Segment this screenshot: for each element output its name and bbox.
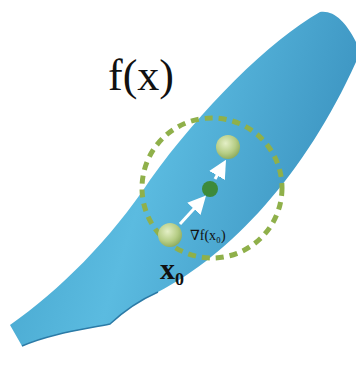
gradient-label: ∇f(x₀) bbox=[190, 228, 226, 243]
midpoint-dot bbox=[202, 181, 218, 197]
neighbourhood-circle bbox=[142, 118, 282, 258]
function-surface bbox=[10, 12, 356, 346]
surface-edge bbox=[22, 292, 158, 346]
step-arrow bbox=[215, 165, 223, 179]
function-label: f(x) bbox=[108, 52, 174, 100]
next-point bbox=[216, 135, 240, 159]
start-point bbox=[158, 223, 182, 247]
gradient-arrow bbox=[180, 200, 202, 224]
point-label: x₀ bbox=[160, 252, 184, 285]
